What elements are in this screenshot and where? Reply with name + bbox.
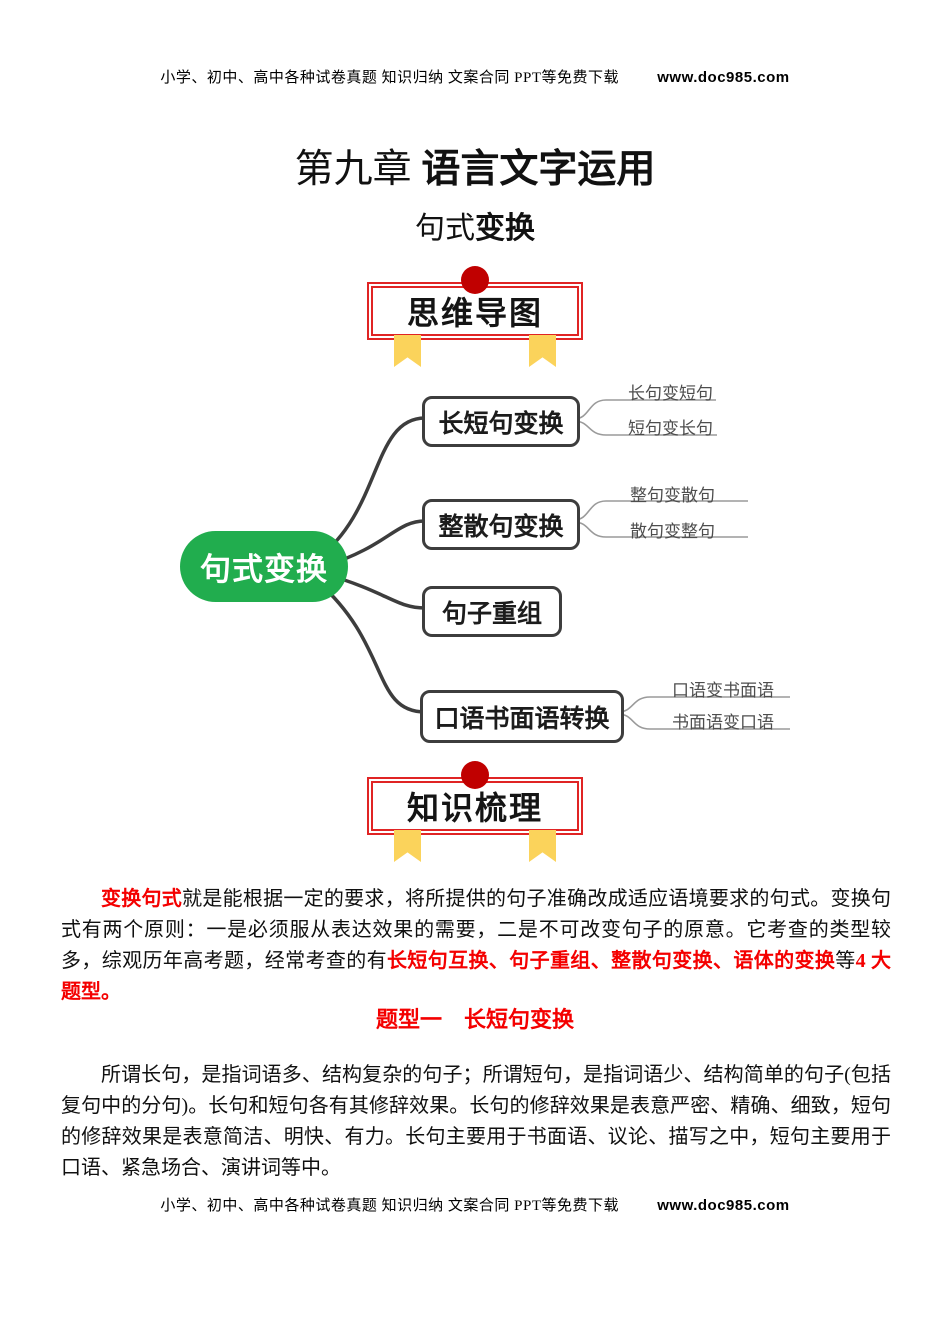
mindmap-branch-changduan: 长短句变换 [422,396,580,447]
ribbon-icon [394,335,421,367]
mindmap-branch-chongzu: 句子重组 [422,586,562,637]
knowledge-banner: 知识梳理 [367,761,583,862]
mindmap-leaf: 短句变长句 [628,419,713,438]
intro-highlight: 长短句互换、句子重组、整散句变换、语体的变换 [387,950,836,972]
section-body-paragraph: 所谓长句，是指词语多、结构复杂的句子；所谓短句，是指词语少、结构简单的句子(包括… [61,1064,891,1179]
ribbon-icon [394,830,421,862]
mindmap-root-node: 句式变换 [180,531,348,602]
banner-inner-border: 知识梳理 [371,781,579,831]
footer-url-link[interactable]: www.doc985.com [657,1197,790,1214]
intro-highlight: 4 大题型。 [61,950,891,1003]
ribbon-icon [529,335,556,367]
knowledge-banner-label: 知识梳理 [406,790,543,826]
mindmap-leaf: 散句变整句 [630,522,715,541]
mindmap-banner-label: 思维导图 [406,295,543,331]
page-header: 小学、初中、高中各种试卷真题 知识归纳 文案合同 PPT等免费下载 www.do… [0,66,950,87]
banner-inner-border: 思维导图 [371,286,579,336]
mindmap-leaf: 长句变短句 [628,384,713,403]
header-text: 小学、初中、高中各种试卷真题 知识归纳 文案合同 PPT等免费下载 [160,70,620,86]
ribbon-icon [529,830,556,862]
subtitle-part-2: 变换 [475,212,535,245]
mindmap-leaf: 整句变散句 [630,486,715,505]
mindmap-banner: 思维导图 [367,266,583,367]
intro-text: 就是能根据一定的要求，将所提供的句子准确改成适应语境要求的句式。变换句式有两个原… [61,888,892,972]
header-url-link[interactable]: www.doc985.com [657,69,790,86]
red-dot-icon [461,761,489,789]
intro-paragraph: 变换句式就是能根据一定的要求，将所提供的句子准确改成适应语境要求的句式。变换句式… [61,884,891,1008]
chapter-title: 第九章 语言文字运用 [0,138,950,194]
branch-curve-1 [316,416,427,560]
branch-curve-4 [316,580,427,714]
page-subtitle: 句式变换 [0,203,950,247]
intro-highlight: 变换句式 [101,888,183,910]
footer-text: 小学、初中、高中各种试卷真题 知识归纳 文案合同 PPT等免费下载 [160,1198,620,1214]
page-footer: 小学、初中、高中各种试卷真题 知识归纳 文案合同 PPT等免费下载 www.do… [0,1194,950,1215]
subtitle-part-1: 句式 [415,212,475,245]
chapter-title-number: 第九章 [294,148,422,191]
mindmap-leaf: 书面语变口语 [672,713,774,732]
section-heading-type1: 题型一 长短句变换 [375,1007,574,1032]
red-dot-icon [461,266,489,294]
chapter-title-text: 语言文字运用 [421,148,656,191]
mindmap-branch-kouyu: 口语书面语转换 [420,690,624,743]
mindmap-branch-zhengsan: 整散句变换 [422,499,580,550]
mindmap-leaf: 口语变书面语 [672,681,774,700]
intro-text: 等 [835,950,856,972]
